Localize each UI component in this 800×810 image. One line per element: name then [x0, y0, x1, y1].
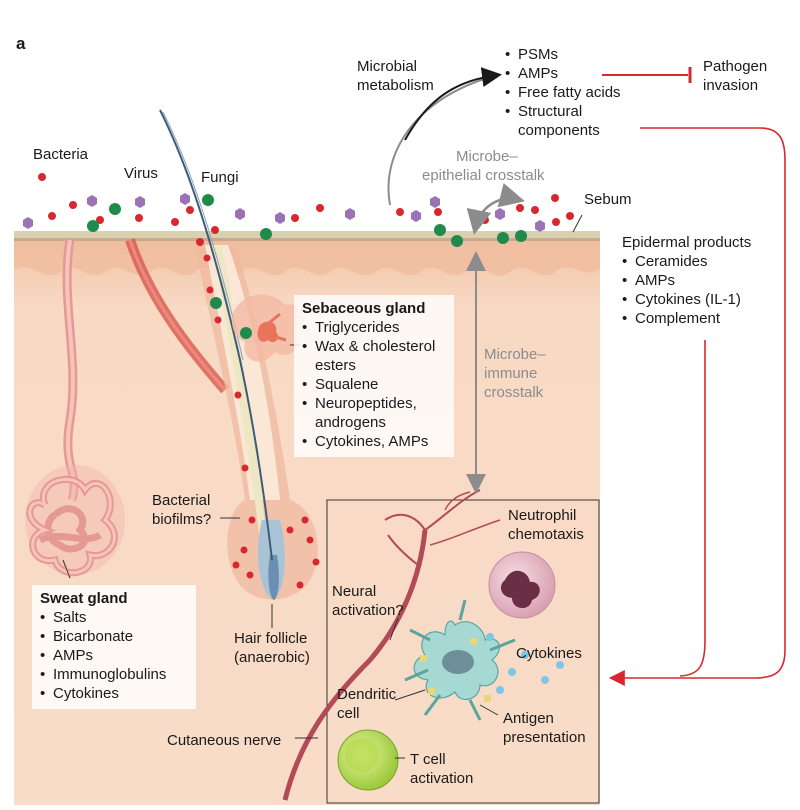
label-microbe-immune-3: crosstalk	[484, 384, 544, 401]
sebaceous-item: Squalene	[302, 375, 446, 394]
label-microbe-immune-1: Microbe–	[484, 346, 546, 363]
arrows	[62, 67, 786, 759]
cytokine-dots	[486, 633, 564, 694]
sweat-gland	[25, 239, 125, 579]
microbial-product-item: Free fatty acids	[505, 83, 621, 102]
sweat-gland-box: Sweat gland Salts Bicarbonate AMPs Immun…	[32, 585, 196, 709]
sebaceous-continuation: esters	[315, 357, 356, 374]
sweat-item: Salts	[40, 608, 188, 627]
epidermal-item: Complement	[622, 309, 751, 328]
epidermal-item: Cytokines (IL-1)	[622, 290, 751, 309]
epidermal-products: Epidermal products Ceramides AMPs Cytoki…	[622, 233, 751, 328]
label-antigen-2: presentation	[503, 729, 586, 746]
label-hair-follicle-2: (anaerobic)	[234, 649, 310, 666]
label-pathogen-invasion-2: invasion	[703, 77, 759, 94]
label-dendritic-1: Dendritic	[337, 686, 397, 703]
fungi-dots	[87, 194, 527, 339]
label-bacterial-biofilms-1: Bacterial	[152, 492, 211, 509]
microbial-products-list: PSMs AMPs Free fatty acids Structural co…	[505, 45, 621, 140]
sebaceous-title: Sebaceous gland	[302, 300, 426, 317]
label-t-cell-2: activation	[410, 770, 474, 787]
label-virus: Virus	[124, 165, 158, 182]
sebaceous-gland-shape	[231, 294, 303, 362]
label-microbe-epithelial-2: epithelial crosstalk	[422, 167, 545, 184]
dendritic-cell	[404, 599, 516, 721]
sebaceous-item: Wax & cholesterol	[302, 337, 446, 356]
microbial-product-item: AMPs	[505, 64, 621, 83]
label-cytokines: Cytokines	[516, 645, 582, 662]
neutrophil-cell	[488, 551, 556, 619]
t-cell	[337, 729, 399, 791]
arrector-muscle	[125, 238, 229, 394]
panel-label: a	[16, 34, 26, 53]
label-bacterial-biofilms-2: biofilms?	[152, 511, 212, 528]
sebaceous-item: Cytokines, AMPs	[302, 432, 446, 451]
epidermal-item: AMPs	[622, 271, 751, 290]
sebaceous-item: Neuropeptides,	[302, 394, 446, 413]
epidermal-item: Ceramides	[622, 252, 751, 271]
label-hair-follicle-1: Hair follicle	[234, 630, 308, 647]
label-antigen-1: Antigen	[503, 710, 554, 727]
sebaceous-item: Triglycerides	[302, 318, 446, 337]
label-t-cell-1: T cell	[410, 751, 446, 768]
label-dendritic-2: cell	[337, 705, 360, 722]
virus-dots	[23, 193, 545, 232]
label-microbe-immune-2: immune	[484, 365, 538, 382]
label-pathogen-invasion-1: Pathogen	[703, 58, 768, 75]
sweat-title: Sweat gland	[40, 590, 128, 607]
label-neural-activation-1: Neural	[332, 583, 377, 600]
label-fungi: Fungi	[201, 169, 239, 186]
label-microbial-metabolism-1: Microbial	[357, 58, 418, 75]
sebaceous-gland-box: Sebaceous gland Triglycerides Wax & chol…	[294, 295, 454, 457]
sweat-item: Bicarbonate	[40, 627, 188, 646]
label-sebum: Sebum	[584, 191, 632, 208]
label-neural-activation-2: activation?	[332, 602, 404, 619]
label-microbe-epithelial-1: Microbe–	[456, 148, 518, 165]
sweat-item: Immunoglobulins	[40, 665, 188, 684]
microbial-product-continuation: components	[518, 122, 600, 139]
label-cutaneous-nerve: Cutaneous nerve	[167, 732, 282, 749]
hair-follicle	[159, 109, 318, 600]
microbial-product-item: PSMs	[505, 45, 621, 64]
epidermal-title: Epidermal products	[622, 234, 752, 251]
label-microbial-metabolism-2: metabolism	[357, 77, 434, 94]
sweat-item: AMPs	[40, 646, 188, 665]
sebaceous-continuation: androgens	[315, 414, 386, 431]
label-bacteria: Bacteria	[33, 146, 89, 163]
label-neutrophil-2: chemotaxis	[508, 526, 584, 543]
label-neutrophil-1: Neutrophil	[508, 507, 577, 524]
sweat-item: Cytokines	[40, 684, 188, 703]
microbial-product-item: Structural	[505, 102, 621, 121]
